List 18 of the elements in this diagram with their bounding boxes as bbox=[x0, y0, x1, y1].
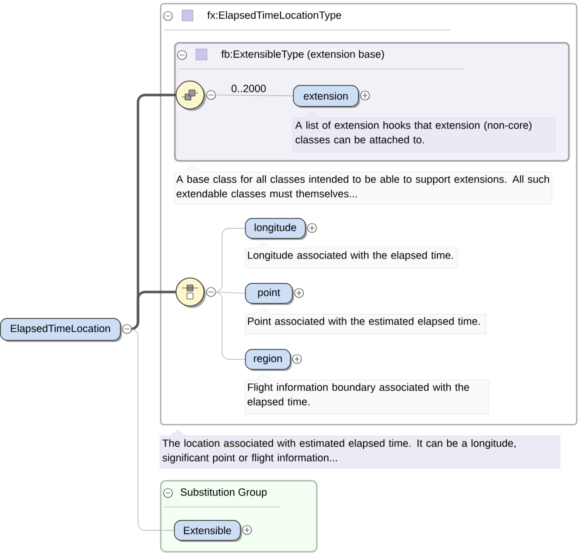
connector-line bbox=[130, 328, 174, 531]
connector-line bbox=[214, 228, 246, 292]
annotation-box: Point associated with the estimated elapsed time. bbox=[244, 308, 486, 334]
connector-line bbox=[214, 292, 246, 360]
annotation-box: Longitude associated with the elapsed time. bbox=[244, 242, 458, 268]
element-box: longitude bbox=[245, 218, 307, 240]
connector-line bbox=[216, 292, 246, 294]
element-box: region bbox=[245, 349, 292, 371]
connector-line bbox=[216, 94, 294, 96]
element-box: ElapsedTimeLocation bbox=[0, 318, 122, 342]
connector-line bbox=[130, 290, 176, 330]
annotation-box: Flight information boundary associated with the elapsed time. bbox=[244, 374, 490, 414]
element-box: extension bbox=[293, 85, 360, 108]
element-box: Extensible bbox=[174, 520, 242, 542]
annotation-box: The location associated with estimated elapsed time. It can be a longitude, significant point or flight information... bbox=[160, 430, 560, 468]
annotation-box: A base class for all classes intended to be able to support extensions. All such extendable classes must themselves... bbox=[174, 166, 552, 204]
element-box: point bbox=[245, 283, 294, 305]
annotation-box: A list of extension hooks that extension (non-core) classes can be attached to. bbox=[292, 112, 556, 152]
